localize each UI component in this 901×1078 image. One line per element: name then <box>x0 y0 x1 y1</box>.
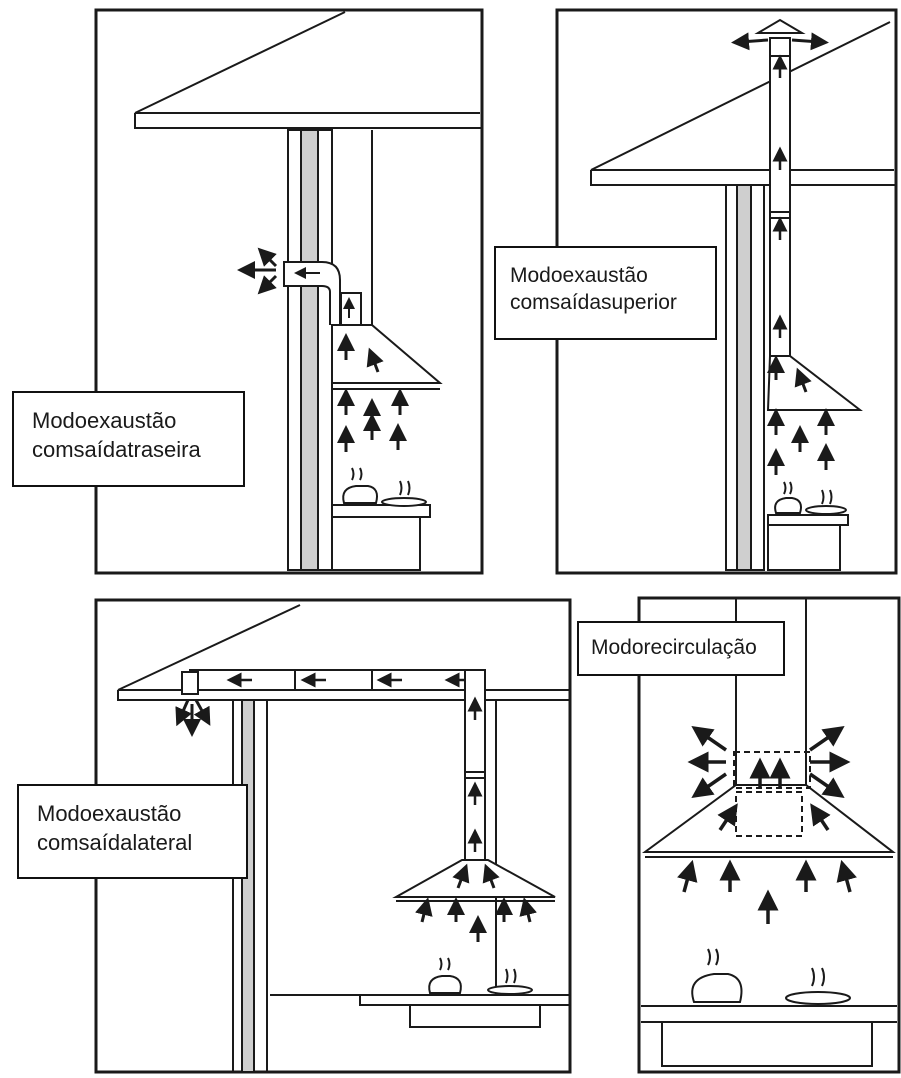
panel-rear-outlet <box>94 8 484 575</box>
panel-top-outlet <box>555 8 898 575</box>
label-side-line2: comsaídalateral <box>37 829 193 855</box>
label-rear-line1: Modoexaustão <box>32 408 177 433</box>
label-recirculation: Modorecirculação <box>577 621 785 676</box>
label-top-line2: comsaídasuperior <box>510 291 677 315</box>
label-rear-line2: comsaídatraseira <box>32 436 201 462</box>
label-side-line1: Modoexaustão <box>37 801 182 826</box>
label-top-line1: Modoexaustão <box>510 264 648 287</box>
label-top-outlet: Modoexaustão comsaídasuperior <box>494 246 717 340</box>
label-recirc-line1: Modorecirculação <box>591 636 757 659</box>
label-rear-outlet: Modoexaustão comsaídatraseira <box>12 391 245 487</box>
label-side-outlet: Modoexaustão comsaídalateral <box>17 784 248 879</box>
